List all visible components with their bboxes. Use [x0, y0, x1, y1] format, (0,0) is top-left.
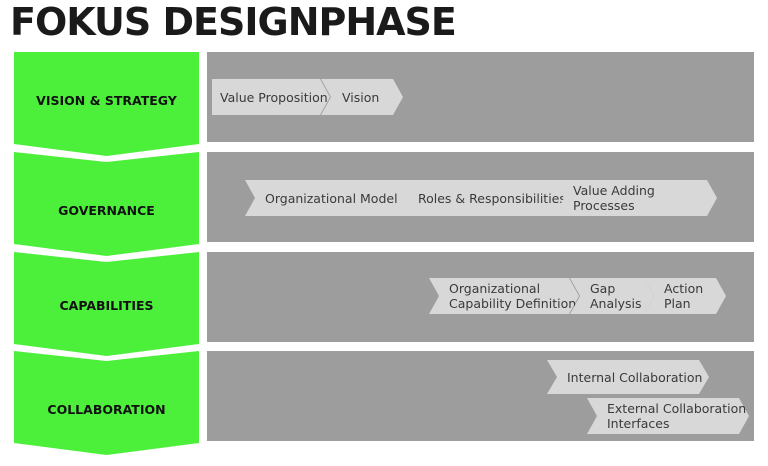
phase-vision-strategy: VISION & STRATEGY — [14, 52, 199, 162]
chevron-value-adding-processes: Value Adding Processes — [554, 180, 717, 216]
phase-panel-capabilities: Organizational Capability Definition Gap… — [207, 252, 754, 342]
chevron-internal-collaboration: Internal Collaboration — [547, 360, 709, 394]
phase-label: COLLABORATION — [47, 402, 166, 417]
phase-chevron-shape — [14, 52, 199, 156]
chevron-gap-analysis: Gap Analysis — [570, 278, 654, 314]
phase-label: CAPABILITIES — [59, 298, 154, 313]
phase-chevron-shape — [14, 252, 199, 356]
phase-panel-governance: Organizational Model Roles & Responsibil… — [207, 152, 754, 242]
chevron-roles-responsibilities: Roles & Responsibilities — [399, 180, 566, 216]
chevron-label: Organizational Capability Definition — [449, 281, 577, 311]
phase-label: GOVERNANCE — [58, 203, 155, 218]
phase-panel-collaboration: Internal Collaboration External Collabor… — [207, 351, 754, 441]
chevron-label: Value Adding Processes — [573, 183, 655, 213]
phase-chevron-shape — [14, 351, 199, 455]
phase-collaboration: COLLABORATION — [14, 351, 199, 461]
chevron-organizational-capability-definition: Organizational Capability Definition — [429, 278, 579, 314]
chevron-label: Gap Analysis — [590, 281, 642, 311]
phase-capabilities: CAPABILITIES — [14, 252, 199, 362]
phase-chevron-shape — [14, 152, 199, 256]
chevron-label: Value Proposition — [220, 89, 328, 105]
chevron-external-collaboration-interfaces: External Collaboration Interfaces — [587, 398, 749, 434]
chevron-label: Organizational Model — [265, 190, 398, 206]
chevron-value-proposition: Value Proposition — [212, 79, 330, 115]
chevron-label: Roles & Responsibilities — [418, 190, 566, 206]
chevron-label: Internal Collaboration — [567, 369, 703, 385]
chevron-organizational-model: Organizational Model — [245, 180, 411, 216]
phase-panel-vision-strategy: Value Proposition Vision — [207, 52, 754, 142]
chevron-label: Vision — [342, 89, 380, 105]
chevron-action-plan: Action Plan — [644, 278, 726, 314]
phase-governance: GOVERNANCE — [14, 152, 199, 262]
chevron-label: External Collaboration Interfaces — [607, 401, 747, 431]
chevron-vision: Vision — [321, 79, 403, 115]
chevron-label: Action Plan — [664, 281, 704, 311]
phase-label: VISION & STRATEGY — [36, 93, 177, 108]
page-title: FOKUS DESIGNPHASE — [10, 0, 457, 44]
